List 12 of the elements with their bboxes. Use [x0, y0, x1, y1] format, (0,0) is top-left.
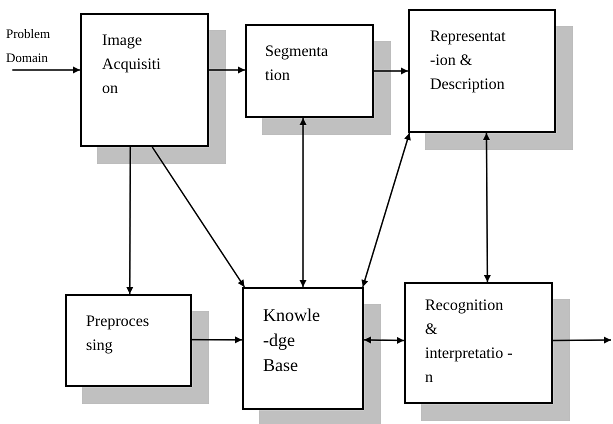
arrow — [152, 146, 246, 288]
arrow — [482, 133, 491, 282]
arrow — [300, 118, 307, 287]
arrow — [209, 66, 245, 74]
arrow — [361, 132, 411, 288]
arrow — [374, 68, 408, 74]
arrow — [553, 336, 611, 344]
arrow — [126, 147, 134, 294]
input-label: Problem Domain — [6, 22, 76, 70]
arrow — [192, 336, 242, 344]
arrow — [364, 336, 404, 344]
arrow — [12, 66, 80, 74]
